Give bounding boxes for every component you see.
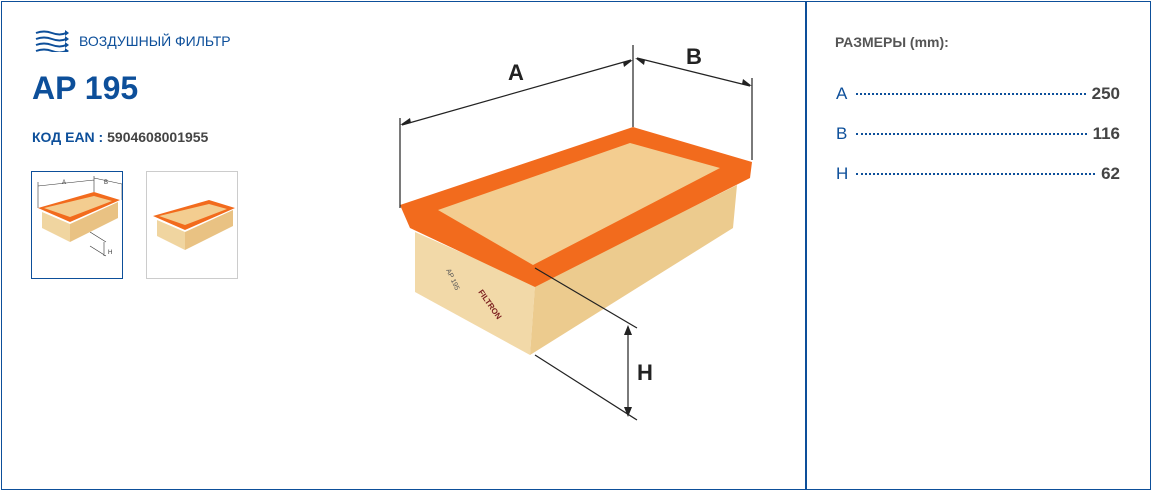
thumbnail-photo[interactable] bbox=[146, 171, 238, 279]
dimension-value: 250 bbox=[1091, 84, 1120, 103]
ean-label: КОД EAN : bbox=[32, 129, 104, 145]
label-h: H bbox=[637, 360, 653, 385]
svg-text:B: B bbox=[104, 180, 108, 186]
dimension-value: 116 bbox=[1092, 124, 1120, 143]
dimension-row-h: H 62 bbox=[836, 164, 1120, 184]
divider bbox=[805, 2, 807, 490]
filter-right-face bbox=[530, 185, 737, 355]
leader-dots bbox=[856, 173, 1096, 175]
ean-code: КОД EAN : 5904608001955 bbox=[32, 129, 208, 145]
dimension-key: H bbox=[836, 164, 849, 183]
svg-text:H: H bbox=[108, 250, 112, 256]
dimension-value: 62 bbox=[1101, 164, 1120, 183]
leader-dots bbox=[856, 93, 1086, 95]
dimension-row-a: A 250 bbox=[836, 84, 1120, 104]
dimension-key: B bbox=[836, 124, 848, 143]
dimensions-title: РАЗМЕРЫ (mm): bbox=[835, 34, 949, 50]
svg-text:A: A bbox=[62, 180, 66, 186]
product-image: FILTRON AP 195 A B H bbox=[399, 44, 753, 421]
filter-left-face bbox=[415, 232, 535, 355]
leader-dots bbox=[856, 133, 1087, 135]
thumbnail-dimensions[interactable]: A B H bbox=[31, 171, 123, 279]
air-flow-icon bbox=[35, 30, 69, 52]
dimension-key: A bbox=[836, 84, 848, 103]
label-b: B bbox=[686, 44, 702, 69]
ean-value: 5904608001955 bbox=[107, 129, 209, 145]
filter-media-top bbox=[438, 143, 720, 265]
category: ВОЗДУШНЫЙ ФИЛЬТР bbox=[35, 30, 231, 52]
product-title: AP 195 bbox=[32, 70, 139, 106]
dimension-row-b: B 116 bbox=[836, 124, 1120, 144]
label-a: A bbox=[508, 60, 524, 85]
category-label: ВОЗДУШНЫЙ ФИЛЬТР bbox=[79, 33, 231, 49]
